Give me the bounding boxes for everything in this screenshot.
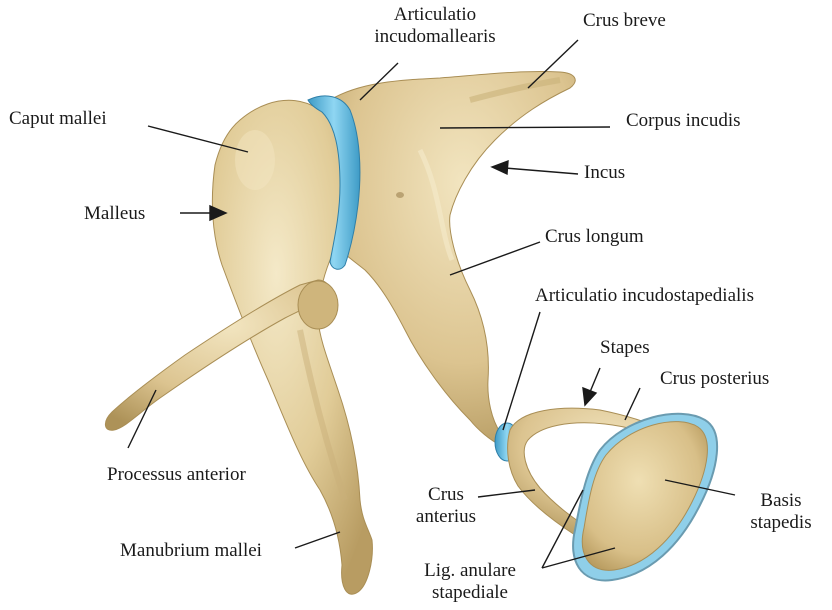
label-caput-mallei: Caput mallei — [9, 108, 107, 130]
label-crus-breve: Crus breve — [583, 10, 666, 32]
label-manubrium-mallei: Manubrium mallei — [120, 540, 262, 562]
label-crus-posterius: Crus posterius — [660, 368, 769, 390]
stapes-footplate — [582, 422, 707, 571]
label-stapes: Stapes — [600, 337, 650, 359]
label-corpus-incudis: Corpus incudis — [626, 110, 741, 132]
label-malleus: Malleus — [84, 203, 145, 225]
label-processus-anterior: Processus anterior — [107, 464, 246, 486]
stapes-bone — [508, 408, 717, 580]
label-incus: Incus — [584, 162, 625, 184]
label-lig-anulare-stapediale: Lig. anulare stapediale — [400, 560, 540, 604]
label-crus-anterius: Crus anterius — [408, 484, 484, 528]
label-articulatio-incudomallearis: Articulatio incudomallearis — [350, 4, 520, 48]
label-articulatio-incudostapedialis: Articulatio incudostapedialis — [535, 285, 754, 307]
label-basis-stapedis: Basis stapedis — [733, 490, 829, 534]
malleus-bone — [105, 100, 372, 594]
label-crus-longum: Crus longum — [545, 226, 644, 248]
